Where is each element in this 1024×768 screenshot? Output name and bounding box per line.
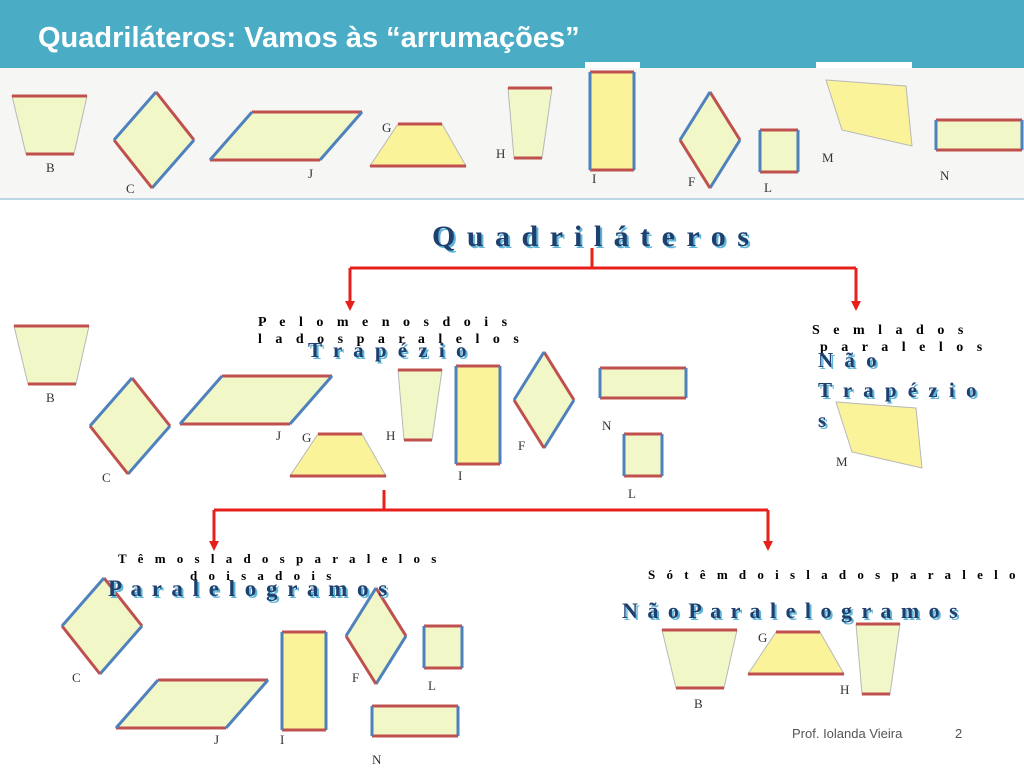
nao-paralelogramos-heading: N ã o P a r a l e l o g r a m o s [622, 598, 960, 623]
shape-H-trapezio [397, 368, 443, 442]
shape-G-top [369, 122, 467, 168]
shape-F-top [678, 91, 742, 189]
label-H-top: H [496, 146, 505, 161]
footer-page-number: 2 [955, 726, 963, 741]
label-J-top: J [308, 166, 313, 181]
shape-C-trapezio [88, 377, 172, 475]
paralelogramos-heading: P a r a l e l o g r a m o s [108, 576, 390, 601]
shapes-layer: B C J G H I F L M N B C J G H I F N L M C J I F L N B G H [11, 70, 1024, 767]
shape-I-trapezio [454, 364, 502, 466]
label-F-top: F [688, 174, 695, 189]
shape-B-nao-paralelogramos [661, 628, 738, 690]
label-N-paralelogramos: N [372, 752, 382, 767]
label-L-trapezio: L [628, 486, 636, 501]
trapezio-heading: T r a p é z i o [308, 338, 470, 362]
title-bar-notch [585, 62, 640, 70]
label-I-trapezio: I [458, 468, 462, 483]
shape-J-paralelogramos [114, 678, 270, 730]
label-M-nao-trapezio: M [836, 454, 848, 469]
shape-C-top [112, 91, 196, 189]
title-bar-notch [816, 62, 912, 70]
shape-I-top [588, 70, 636, 172]
shape-N-top [934, 118, 1024, 152]
label-B-nao-paralelogramos: B [694, 696, 703, 711]
shape-C-paralelogramos [60, 577, 144, 675]
label-F-trapezio: F [518, 438, 525, 453]
label-J-paralelogramos: J [214, 732, 219, 747]
label-I-paralelogramos: I [280, 732, 284, 747]
label-M-top: M [822, 150, 834, 165]
slide-title: Quadriláteros: Vamos às “arrumações” [38, 22, 580, 54]
label-H-nao-paralelogramos: H [840, 682, 849, 697]
shape-F-paralelogramos [344, 587, 408, 685]
shape-H-nao-paralelogramos [855, 622, 901, 696]
label-F-paralelogramos: F [352, 670, 359, 685]
label-G-trapezio: G [302, 430, 311, 445]
shape-N-trapezio [598, 366, 688, 400]
shape-J-trapezio [178, 374, 334, 426]
label-L-top: L [764, 180, 772, 195]
shape-H-top [507, 86, 553, 160]
label-G-nao-paralelogramos: G [758, 630, 767, 645]
shape-L-top [758, 128, 800, 174]
root-heading: Q u a d r i l á t e r o s [432, 220, 751, 253]
footer-author: Prof. Iolanda Vieira [792, 726, 903, 741]
title-bar: Quadriláteros: Vamos às “arrumações” [0, 0, 1024, 70]
shape-L-trapezio [622, 432, 664, 478]
shape-M-top [825, 79, 913, 147]
nao-paralelogramos-description: S ó t ê m d o i s l a d o s p a r a l e … [648, 567, 1024, 582]
label-N-trapezio: N [602, 418, 612, 433]
label-C-top: C [126, 181, 135, 196]
label-N-top: N [940, 168, 950, 183]
shape-I-paralelogramos [280, 630, 328, 732]
label-J-trapezio: J [276, 428, 281, 443]
shape-J-top [208, 110, 364, 162]
paralelogramos-description-line-1: T ê m o s l a d o s p a r a l e l o s [118, 551, 441, 566]
shape-L-paralelogramos [422, 624, 464, 670]
connectors-layer [209, 248, 861, 551]
nao-trapezio-heading-line-3: s [818, 408, 830, 432]
nao-trapezio-heading-line-2: T r a p é z i o [818, 378, 980, 402]
label-B-trapezio: B [46, 390, 55, 405]
paralelogramos-description-line-2: d o i s a d o i s [190, 568, 336, 583]
label-L-paralelogramos: L [428, 678, 436, 693]
nao-trapezio-description-line-1: S e m l a d o s [812, 323, 969, 338]
shape-G-trapezio [289, 432, 387, 478]
label-G-top: G [382, 120, 391, 135]
label-C-trapezio: C [102, 470, 111, 485]
label-B-top: B [46, 160, 55, 175]
label-I-top: I [592, 171, 596, 186]
separator-line [0, 198, 1024, 200]
shape-M-nao-trapezio [835, 401, 923, 469]
nao-trapezio-heading-line-1: N ã o [818, 348, 880, 372]
shape-G-nao-paralelogramos [747, 630, 845, 676]
nao-trapezio-description-line-2: p a r a l e l o s [820, 340, 988, 355]
label-C-paralelogramos: C [72, 670, 81, 685]
trapezio-description-line-1: P e l o m e n o s d o i s [258, 315, 513, 330]
shape-B-trapezio [13, 324, 90, 386]
shape-F-trapezio [512, 351, 576, 449]
trapezio-description-line-2: l a d o s p a r a l e l o s [258, 332, 524, 347]
shape-B-top [11, 94, 88, 156]
shape-N-paralelogramos [370, 704, 460, 738]
label-H-trapezio: H [386, 428, 395, 443]
